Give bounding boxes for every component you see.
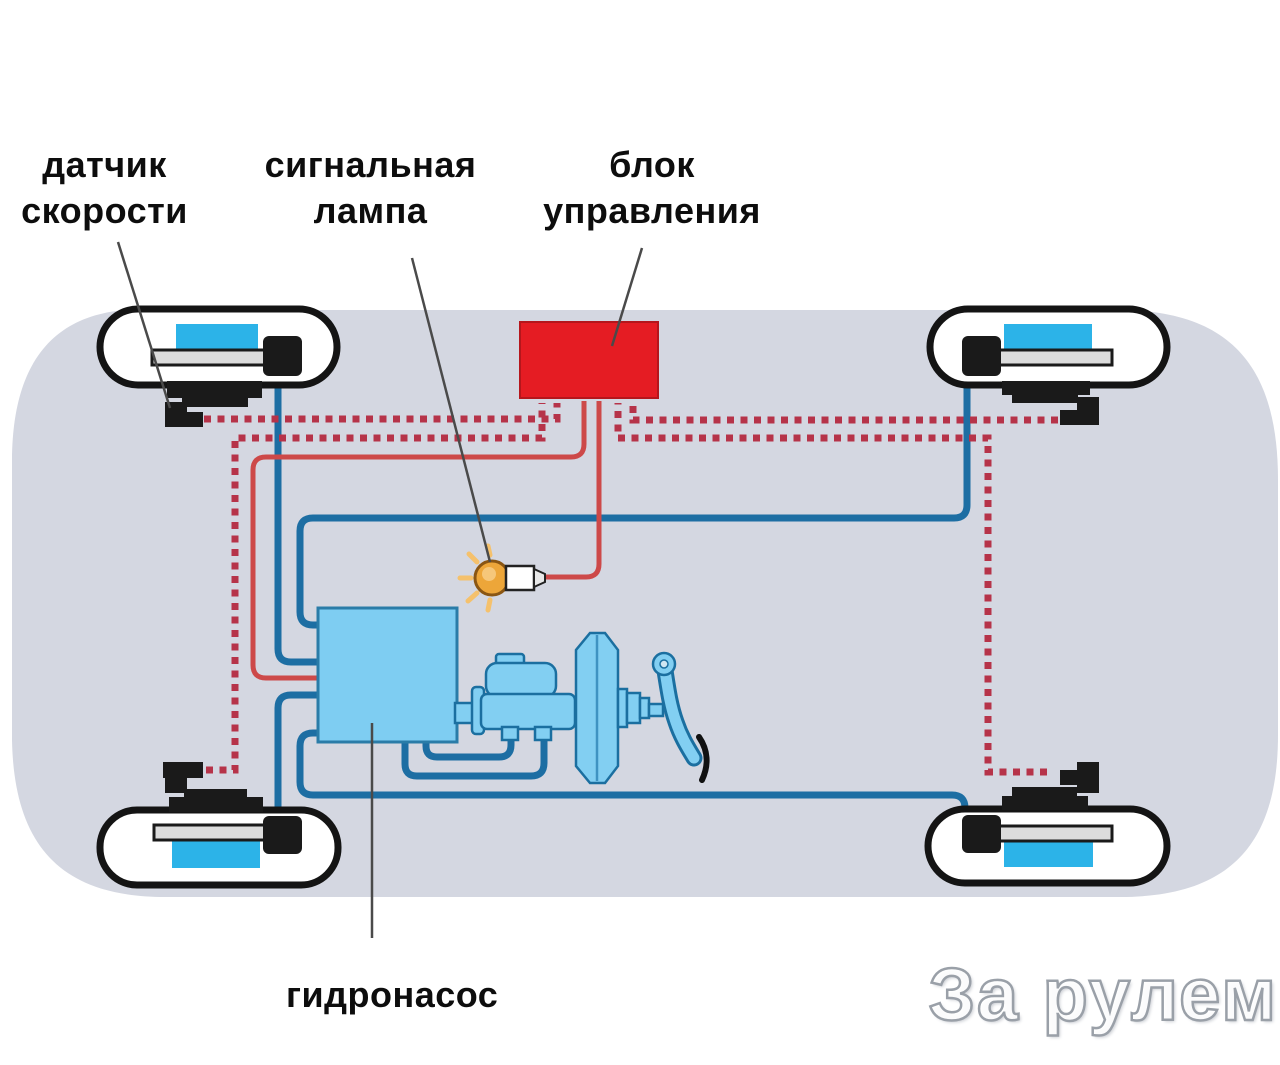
label-control-unit: блок управления <box>543 144 761 231</box>
speed-sensor-unit-b <box>165 776 187 793</box>
control-wires-solid <box>250 401 602 681</box>
brake-pad-2 <box>1012 393 1078 403</box>
sensor-wire-rear-left <box>206 403 546 774</box>
pushrod <box>647 702 665 718</box>
wheel-front-right <box>926 305 1171 425</box>
speed-sensor-unit-a <box>163 762 203 778</box>
wheel-front-left <box>96 305 341 427</box>
pipe-frontright-to-pump <box>296 375 971 629</box>
cylinder-port-right <box>533 725 553 742</box>
hub-bar <box>984 348 1114 367</box>
brake-booster <box>574 631 665 785</box>
speed-sensor-unit-b <box>1060 410 1099 425</box>
lamp-socket <box>504 564 536 592</box>
brake-pad-2 <box>1012 787 1077 797</box>
lamp-socket-tip <box>533 567 546 589</box>
lamp-rays <box>457 543 493 613</box>
caliper <box>962 815 1001 853</box>
za-rulem-watermark: За рулем <box>927 953 1278 1036</box>
label-speed-sensor: датчик скорости <box>21 144 188 231</box>
caliper <box>263 336 302 376</box>
sensor-wire-front-left <box>204 403 561 423</box>
speed-sensor-unit-b <box>165 412 203 427</box>
pipe-pump-to-cylinder-2 <box>401 729 548 780</box>
hydraulic-lines <box>274 375 971 816</box>
brake-pad-1 <box>1002 796 1088 810</box>
caliper <box>962 336 1001 376</box>
wire-unit-to-pump <box>250 401 587 681</box>
wire-unit-to-lamp <box>536 401 602 580</box>
lamp-bulb-glow <box>482 567 496 581</box>
hydraulic-pump-box <box>316 606 459 744</box>
fluid-reservoir <box>484 661 558 699</box>
pipe-pump-to-cylinder-1 <box>422 729 515 761</box>
leader-control-unit <box>610 247 644 347</box>
speed-sensor-unit-b <box>1060 770 1099 785</box>
cylinder-body <box>479 692 577 731</box>
pedal-arm <box>658 658 700 764</box>
control-unit-box <box>519 321 659 399</box>
brake-pad-1 <box>1002 381 1090 395</box>
booster-flange-1 <box>616 687 629 729</box>
brake-cylinder-cyan <box>1004 840 1093 867</box>
pipe-pump-to-rearright <box>296 729 969 816</box>
hub-bar <box>150 348 279 367</box>
brake-pad-1 <box>167 381 262 398</box>
pedal-pivot-hole <box>659 659 669 669</box>
sensor-wire-rear-right <box>614 403 1047 776</box>
brake-pedal <box>651 651 710 783</box>
caliper <box>263 816 302 854</box>
hub-bar <box>981 824 1114 843</box>
sensor-wires-dotted <box>204 403 1058 776</box>
label-signal-lamp: сигнальная лампа <box>264 144 477 231</box>
leader-signal-lamp <box>410 257 492 563</box>
wheel-rear-right <box>924 762 1171 887</box>
label-hydraulic-pump: гидронасос <box>286 974 499 1015</box>
sensor-wire-front-right <box>629 403 1058 424</box>
master-cylinder <box>453 652 577 742</box>
hub-bar <box>152 823 281 842</box>
brake-pad-2 <box>182 396 248 407</box>
brake-cylinder-cyan <box>1004 324 1092 352</box>
leader-lines <box>116 241 644 938</box>
cylinder-port-left <box>500 725 520 742</box>
wheel-rear-left <box>96 762 342 889</box>
pipe-pump-to-rearleft <box>274 691 320 815</box>
warning-lamp <box>457 543 546 613</box>
leader-speed-sensor <box>116 241 172 409</box>
booster-flange-3 <box>638 696 651 720</box>
booster-flange-2 <box>625 691 642 725</box>
brake-pad-1 <box>169 797 263 812</box>
brake-pad-2 <box>184 789 247 799</box>
pedal-pad-curve <box>696 734 710 783</box>
brake-cylinder-cyan <box>172 839 260 868</box>
pipe-frontleft-to-pump <box>274 384 320 666</box>
